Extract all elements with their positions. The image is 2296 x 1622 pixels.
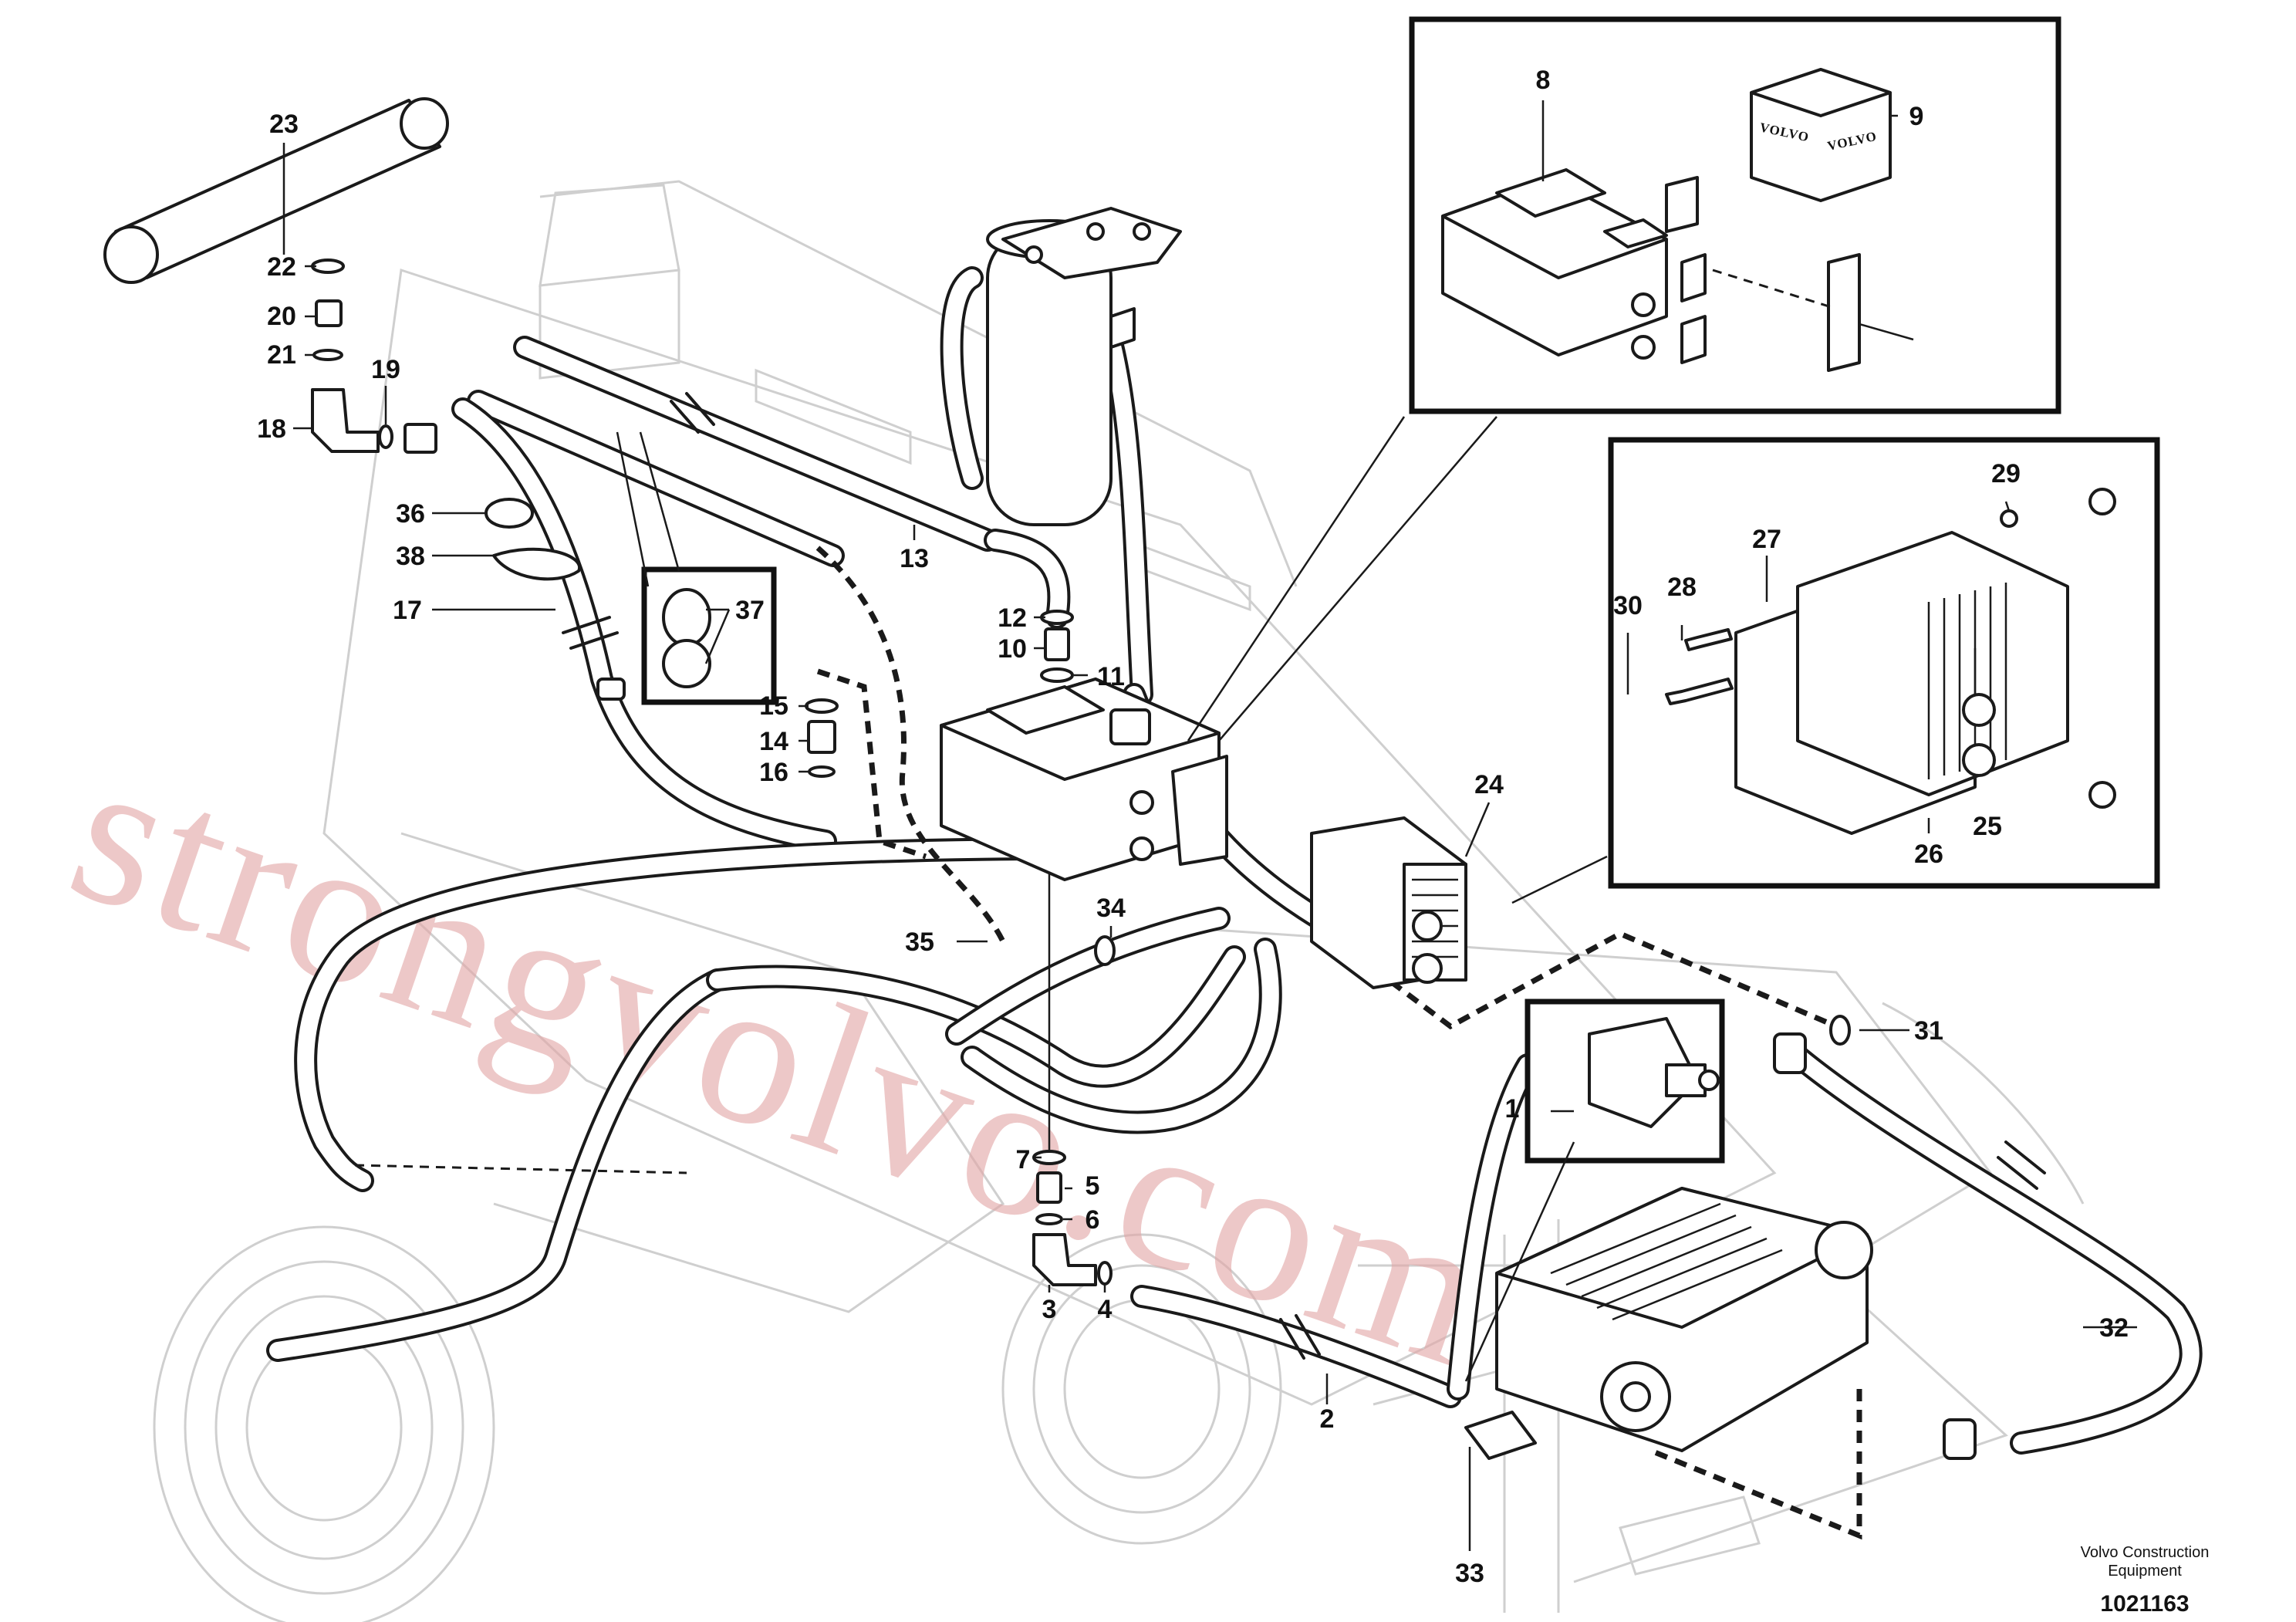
part-23-bracket-pipe bbox=[103, 97, 449, 284]
filter-assembly bbox=[986, 207, 1182, 526]
callout-26: 26 bbox=[1914, 840, 1943, 869]
callout-15: 15 bbox=[759, 691, 788, 721]
callout-29: 29 bbox=[1991, 459, 2021, 488]
callout-8: 8 bbox=[1536, 66, 1551, 95]
callout-4: 4 bbox=[1098, 1295, 1113, 1324]
callout-30: 30 bbox=[1613, 591, 1643, 620]
callout-1: 1 bbox=[1505, 1094, 1520, 1124]
callout-34: 34 bbox=[1096, 894, 1126, 923]
callout-33: 33 bbox=[1455, 1559, 1484, 1588]
callout-32: 32 bbox=[2099, 1313, 2129, 1343]
part-31-seal bbox=[1829, 1015, 1851, 1046]
callout-12: 12 bbox=[998, 603, 1027, 633]
callout-31: 31 bbox=[1914, 1016, 1943, 1046]
drawing-number: 1021163 bbox=[2100, 1591, 2189, 1617]
part-14-16-fittings bbox=[805, 698, 839, 778]
company-name-line1: Volvo Construction bbox=[2081, 1544, 2210, 1561]
callout-28: 28 bbox=[1667, 573, 1697, 602]
detail-inset-cooler bbox=[1511, 437, 2160, 904]
callout-3: 3 bbox=[1042, 1295, 1057, 1324]
part-34-seal bbox=[1094, 935, 1116, 966]
callout-35: 35 bbox=[905, 928, 934, 957]
company-name-line2: Equipment bbox=[2108, 1563, 2182, 1580]
cooler-assembly-lower bbox=[1464, 1187, 1873, 1460]
callout-27: 27 bbox=[1752, 525, 1781, 554]
callout-36: 36 bbox=[396, 499, 425, 529]
callout-21: 21 bbox=[267, 340, 296, 370]
callout-17: 17 bbox=[393, 596, 422, 625]
detail-inset-pump bbox=[1464, 999, 1725, 1382]
callout-11: 11 bbox=[1097, 662, 1125, 691]
callout-19: 19 bbox=[371, 355, 400, 384]
part-10-12-fittings bbox=[1040, 610, 1074, 683]
part-32-hose-end bbox=[1773, 1032, 1977, 1460]
callout-23: 23 bbox=[269, 110, 299, 139]
callout-18: 18 bbox=[257, 414, 286, 444]
callout-25: 25 bbox=[1973, 812, 2002, 841]
callout-7: 7 bbox=[1016, 1145, 1031, 1174]
drawing-footer: Volvo Construction Equipment 1021163 bbox=[2081, 1544, 2210, 1617]
callout-leaders bbox=[282, 100, 2137, 1551]
watermark-text: strongvolvo.com bbox=[47, 712, 1518, 1411]
callout-20: 20 bbox=[267, 302, 296, 331]
callout-14: 14 bbox=[759, 727, 788, 756]
callout-6: 6 bbox=[1086, 1205, 1100, 1235]
detail-inset-valve: VOLVO VOLVO bbox=[1187, 16, 2061, 742]
callout-9: 9 bbox=[1909, 102, 1924, 131]
detail-inset-clamp bbox=[616, 431, 777, 705]
callout-38: 38 bbox=[396, 542, 425, 571]
callout-37: 37 bbox=[735, 596, 765, 625]
callout-22: 22 bbox=[267, 252, 296, 282]
callout-5: 5 bbox=[1086, 1171, 1100, 1201]
callout-13: 13 bbox=[900, 544, 929, 573]
fittings-18-22 bbox=[311, 259, 437, 454]
callout-10: 10 bbox=[998, 634, 1027, 664]
callout-2: 2 bbox=[1320, 1404, 1335, 1434]
callout-labels: 1 2 3 4 5 6 7 8 9 10 11 12 13 14 15 16 1… bbox=[257, 66, 2129, 1588]
clamps-36-38 bbox=[485, 498, 626, 701]
callout-16: 16 bbox=[759, 758, 788, 787]
valve-block-main bbox=[940, 678, 1228, 881]
part-24-oil-cooler bbox=[1310, 816, 1467, 989]
callout-24: 24 bbox=[1474, 770, 1504, 799]
part-3-7-fittings bbox=[1032, 1150, 1113, 1286]
